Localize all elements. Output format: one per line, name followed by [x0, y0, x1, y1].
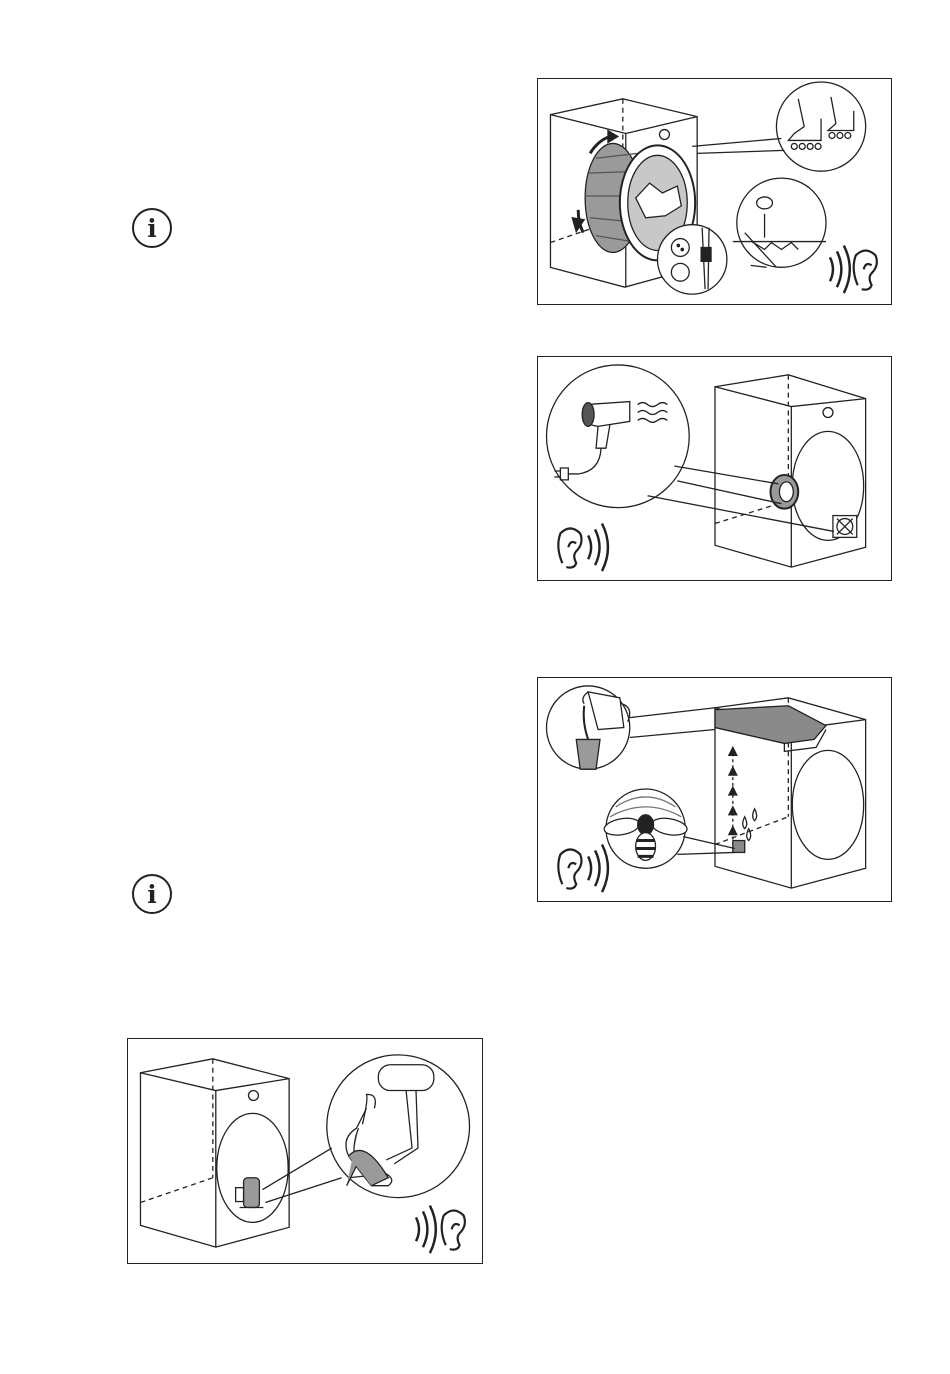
- buttons-zipper-icon: [658, 225, 727, 294]
- ear-icon: [442, 1210, 465, 1249]
- sound-waves-icon: [588, 845, 608, 893]
- fan-noise-illustration: [537, 356, 892, 581]
- info-icon: i: [131, 873, 173, 915]
- info-glyph: i: [147, 214, 157, 243]
- sound-waves-icon: [416, 1206, 436, 1254]
- ear-icon: [854, 250, 877, 289]
- dryer-icon: [140, 1059, 289, 1247]
- pump-icon: [733, 841, 745, 853]
- compressor-noise-illustration: [127, 1038, 483, 1264]
- ear-icon: [558, 849, 581, 888]
- info-glyph: i: [147, 880, 157, 909]
- jug-pouring-icon: [547, 686, 715, 769]
- sound-waves-icon: [588, 524, 608, 572]
- coin-icon: [733, 178, 826, 267]
- cat-purring-icon: [262, 1055, 469, 1203]
- fan-grille-icon: [833, 516, 857, 538]
- info-icon: i: [131, 207, 173, 249]
- water-pump-noise-illustration: [537, 677, 892, 902]
- dryer-icon: [715, 375, 866, 567]
- fan-wheel-icon: [770, 475, 798, 509]
- rollerblades-icon: [692, 82, 865, 171]
- drum-rotation-noise-illustration: [537, 78, 892, 305]
- ear-icon: [558, 528, 581, 567]
- sound-waves-icon: [830, 246, 850, 294]
